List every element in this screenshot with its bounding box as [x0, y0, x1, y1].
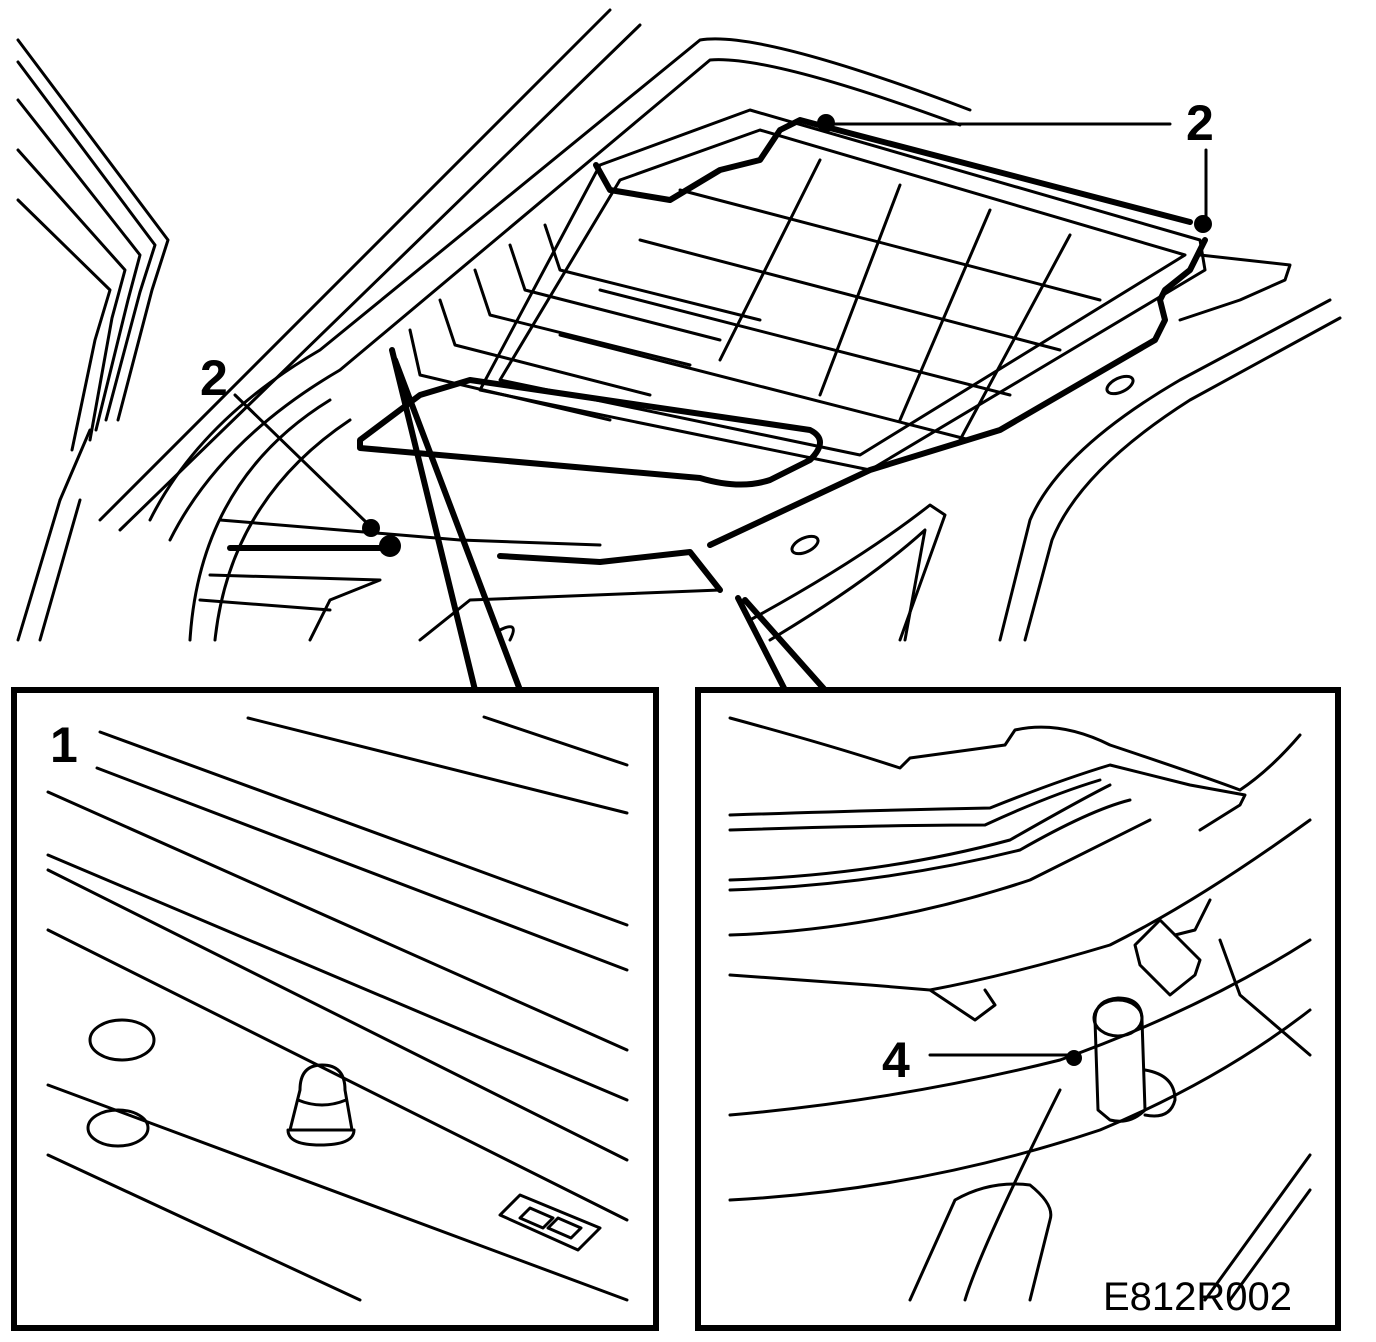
detail-4-drain-hose: [1092, 898, 1212, 1123]
detail-panel-1: 1: [11, 687, 659, 1331]
detail-4-pointer: [735, 595, 828, 693]
leader-2-left: [233, 393, 370, 526]
right-body-side: [748, 253, 1342, 642]
drain-point-right: [1194, 215, 1212, 233]
callout-1: 1: [50, 717, 78, 773]
detail-1-hole-lower: [86, 1108, 150, 1148]
detail-1-pointer: [389, 347, 523, 693]
detail-1-drain-nipple: [286, 1063, 356, 1147]
roof-edge-lines: [98, 8, 972, 642]
drain-point-detail-4: [1066, 1050, 1082, 1066]
figure-code: E812R002: [1103, 1275, 1292, 1319]
callout-4: 4: [882, 1032, 910, 1088]
detail-1-bracket: [498, 1193, 602, 1252]
detail-1-rails: [46, 715, 629, 1302]
roof-overview: [16, 8, 1342, 693]
drain-hoses: [227, 117, 1208, 593]
detail-4-body-lines: [728, 716, 1312, 1302]
sunroof-frame: [408, 108, 1207, 472]
drain-point-front-right: [817, 114, 835, 132]
detail-1-hole-upper: [88, 1018, 156, 1062]
callout-2-right: 2: [1186, 95, 1214, 151]
drain-point-left-hose: [379, 535, 401, 557]
left-pillar: [16, 38, 170, 642]
detail-panel-4: 4 E812R002: [695, 687, 1341, 1331]
sunroof-glass-panel: [357, 377, 823, 488]
callout-2-left: 2: [200, 350, 228, 406]
